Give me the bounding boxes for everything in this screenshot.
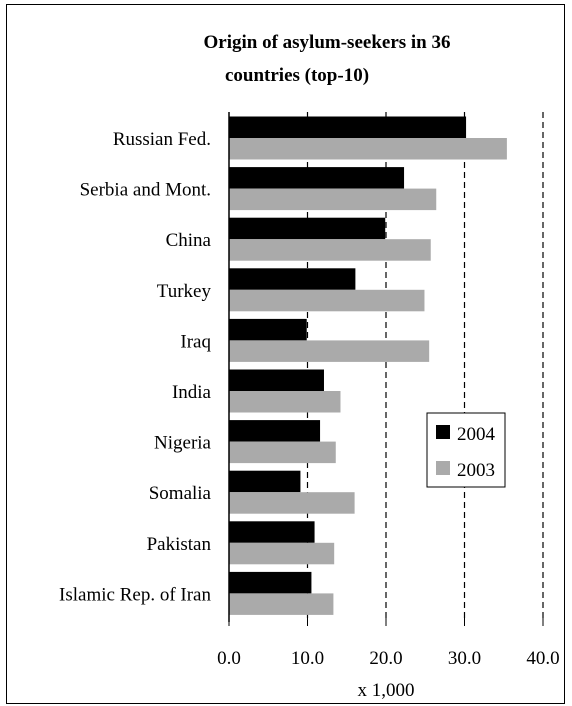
category-label-india: India bbox=[172, 382, 212, 403]
bar-islamic-rep-of-iran-2004 bbox=[229, 571, 312, 594]
category-label-iraq: Iraq bbox=[180, 331, 211, 352]
bar-iraq-2004 bbox=[229, 318, 307, 341]
bar-india-2004 bbox=[229, 369, 324, 391]
x-tick-label-40-0: 40.0 bbox=[526, 648, 559, 669]
bar-iraq-2003 bbox=[229, 340, 430, 362]
bar-somalia-2003 bbox=[229, 492, 355, 514]
bar-china-2003 bbox=[229, 239, 431, 261]
category-labels: Russian Fed. Serbia and Mont. ChinaTurkeyI… bbox=[59, 129, 212, 605]
bar-islamic-rep-of-iran-2003 bbox=[229, 593, 334, 615]
category-label-china: China bbox=[166, 230, 212, 251]
category-label-serbia-and-mont: Serbia and Mont. bbox=[80, 180, 211, 201]
bar-india-2003 bbox=[229, 391, 341, 413]
x-axis-label: x 1,000 bbox=[358, 680, 415, 701]
bar-turkey-2004 bbox=[229, 268, 356, 290]
bars bbox=[229, 116, 507, 615]
bar-serbia-and-mont-2004 bbox=[229, 167, 405, 189]
category-label-islamic-rep-of-iran: Islamic Rep. of Iran bbox=[59, 584, 211, 605]
x-tick-label-10-0: 10.0 bbox=[291, 648, 324, 669]
bar-pakistan-2003 bbox=[229, 542, 335, 565]
bar-pakistan-2004 bbox=[229, 521, 315, 543]
legend-swatch-2004 bbox=[436, 425, 450, 439]
bar-serbia-and-mont-2003 bbox=[229, 188, 437, 211]
x-tick-labels: 0.0 10.0 20.0 30.0 40.0 bbox=[217, 618, 560, 669]
chart-title-line-2: countries (top-10) bbox=[225, 65, 369, 86]
bar-turkey-2003 bbox=[229, 289, 425, 312]
category-label-somalia: Somalia bbox=[149, 483, 212, 504]
legend-label-2003: 2003 bbox=[457, 460, 495, 481]
bar-nigeria-2004 bbox=[229, 420, 321, 442]
bar-somalia-2004 bbox=[229, 470, 301, 493]
legend-swatch-2003 bbox=[436, 461, 450, 475]
legend-label-2004: 2004 bbox=[457, 424, 496, 445]
bar-russian-fed-2004 bbox=[229, 116, 467, 138]
chart-title-line-1: Origin of asylum-seekers in 36 bbox=[204, 32, 451, 53]
bar-nigeria-2003 bbox=[229, 441, 336, 464]
bar-russian-fed-2003 bbox=[229, 138, 507, 160]
x-tick-label-30-0: 30.0 bbox=[448, 648, 481, 669]
category-label-nigeria: Nigeria bbox=[154, 433, 212, 454]
x-tick-label-20-0: 20.0 bbox=[369, 648, 402, 669]
category-label-pakistan: Pakistan bbox=[147, 534, 212, 555]
x-tick-label-0-0: 0.0 bbox=[217, 648, 241, 669]
category-label-russian-fed: Russian Fed. bbox=[113, 129, 211, 150]
category-label-turkey: Turkey bbox=[157, 281, 212, 302]
bar-china-2004 bbox=[229, 217, 386, 240]
legend: 2004 2003 bbox=[426, 412, 506, 488]
